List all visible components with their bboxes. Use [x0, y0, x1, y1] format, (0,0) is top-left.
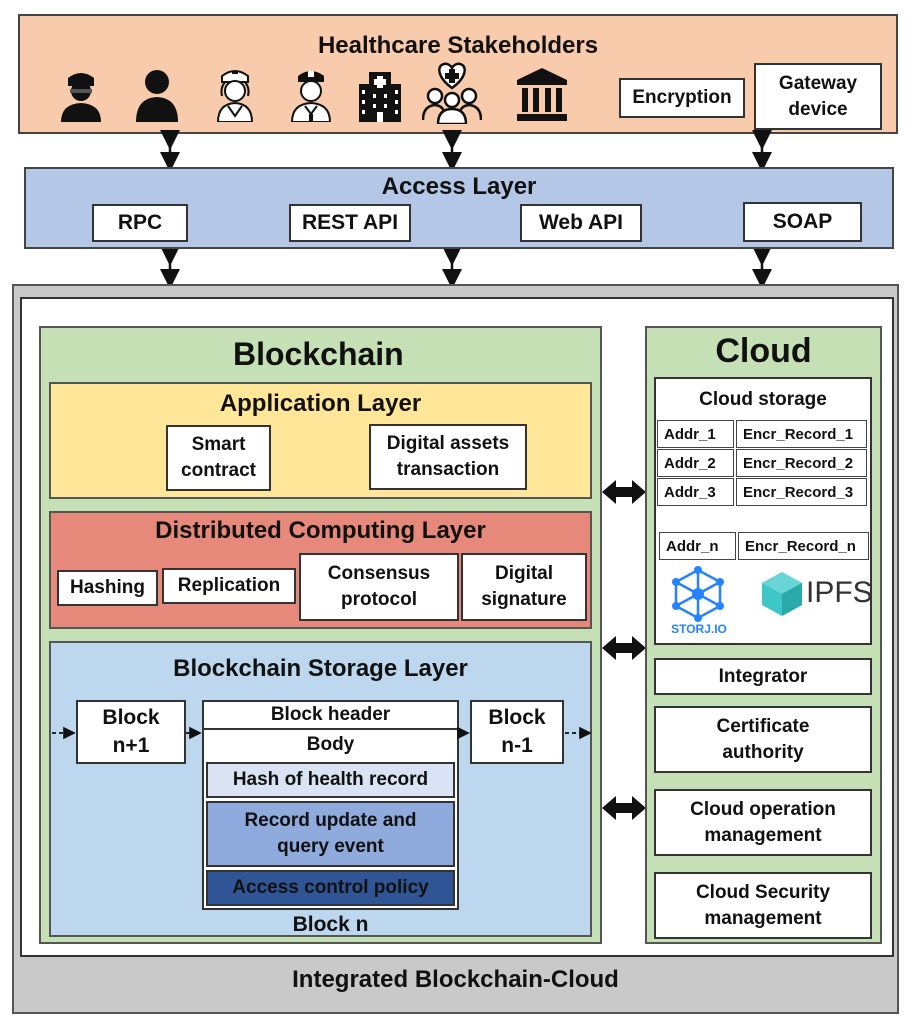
record-update-query-event: Record update and query event — [206, 801, 455, 867]
cloud-security-management-box: Cloud Security management — [654, 872, 872, 939]
smart-contract-box: Smart contract — [166, 425, 271, 491]
stakeholders-title: Healthcare Stakeholders — [317, 32, 599, 59]
rest-api-box: REST API — [289, 204, 411, 242]
table-cell-addr: Addr_3 — [657, 478, 734, 506]
doctor-icon — [61, 73, 101, 122]
blockchain-title: Blockchain — [233, 336, 404, 372]
hashing-box: Hashing — [57, 570, 158, 606]
nurse-icon — [216, 70, 254, 122]
table-cell-record: Encr_Record_3 — [736, 478, 867, 506]
cloud-title: Cloud — [715, 332, 812, 370]
application-title: Application Layer — [219, 390, 422, 417]
cloud-storage-title: Cloud storage — [699, 389, 827, 410]
gateway-device-box: Gateway device — [754, 63, 882, 130]
patient-icon — [136, 70, 178, 122]
digital-signature-box: Digital signature — [461, 553, 587, 621]
hospital-icon — [359, 72, 401, 122]
table-cell-record: Encr_Record_2 — [736, 449, 867, 477]
table-cell-addr: Addr_2 — [657, 449, 734, 477]
table-cell-addr: Addr_1 — [657, 420, 734, 448]
institution-icon — [517, 68, 567, 121]
storage-title: Blockchain Storage Layer — [173, 655, 468, 682]
physician-icon — [290, 71, 332, 122]
layer-connector-arrows — [160, 130, 772, 289]
storj-logo-icon — [672, 566, 724, 622]
integrator-box: Integrator — [654, 658, 872, 695]
digital-assets-box: Digital assets transaction — [369, 424, 527, 490]
block-n-plus-1: Block n+1 — [76, 700, 186, 764]
cloud-operation-management-box: Cloud operation management — [654, 789, 872, 856]
web-api-box: Web API — [520, 204, 642, 242]
block-n-label: Block n — [292, 913, 369, 936]
ipfs-label: IPFS — [806, 576, 873, 609]
soap-box: SOAP — [743, 202, 862, 242]
consensus-protocol-box: Consensus protocol — [299, 553, 459, 621]
block-header: Block header — [202, 700, 459, 730]
storj-label: STORJ.IO — [671, 622, 727, 636]
block-n-minus-1: Block n-1 — [470, 700, 564, 764]
footer-title: Integrated Blockchain-Cloud — [292, 966, 619, 993]
encryption-box: Encryption — [619, 78, 745, 118]
access-control-policy: Access control policy — [206, 870, 455, 906]
table-cell-record: Encr_Record_n — [738, 532, 869, 560]
certificate-authority-box: Certificate authority — [654, 706, 872, 773]
table-cell-addr: Addr_n — [659, 532, 736, 560]
access-title: Access Layer — [381, 173, 537, 200]
rpc-box: RPC — [92, 204, 188, 242]
hash-of-health-record: Hash of health record — [206, 762, 455, 798]
block-body-label: Body — [306, 734, 355, 755]
caregivers-icon — [422, 62, 482, 124]
table-cell-record: Encr_Record_1 — [736, 420, 867, 448]
replication-box: Replication — [162, 568, 296, 604]
distributed-title: Distributed Computing Layer — [155, 517, 486, 544]
ipfs-logo-icon — [762, 572, 802, 616]
